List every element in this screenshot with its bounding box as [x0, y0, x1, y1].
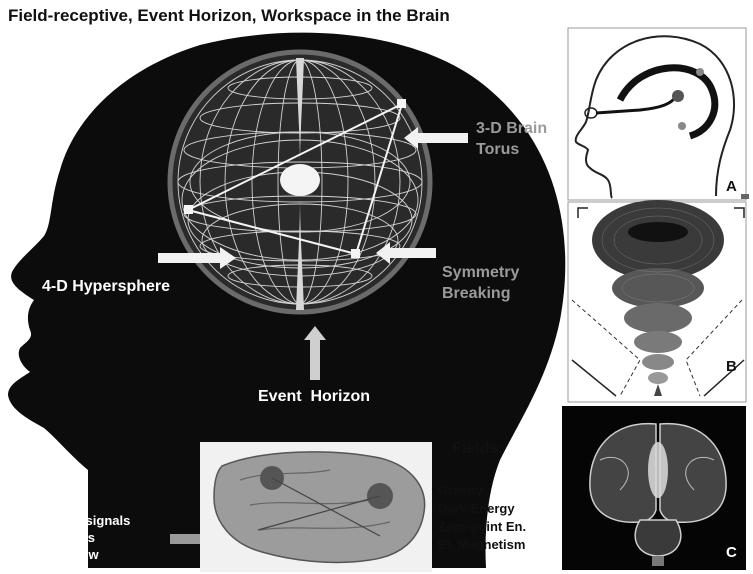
fields-list: Gravity Dark Energy Zero-point En. El. M…	[438, 482, 526, 554]
field-el-magnetism: El. Magnetism	[438, 536, 526, 554]
symmetry-label-line-2: Breaking	[442, 283, 519, 304]
antipodal-line-3: 4- D shadow	[22, 546, 130, 563]
hypersphere-label: 4-D Hypersphere	[42, 278, 170, 296]
field-dark-energy: Dark Energy	[438, 500, 526, 518]
antipodal-line-2: in f- MRI as	[22, 529, 130, 546]
torus-core	[280, 164, 320, 196]
torus-label-line-2: Torus	[476, 139, 547, 160]
antipodal-line-1: Antipodal signals	[22, 512, 130, 529]
symmetry-label-line-1: Symmetry	[442, 262, 519, 283]
node-1	[397, 99, 406, 108]
field-zero-point: Zero-point En.	[438, 518, 526, 536]
field-gravity: Gravity	[438, 482, 526, 500]
panel-b-letter: B	[726, 358, 737, 375]
antipodal-label: Antipodal signals in f- MRI as 4- D shad…	[22, 512, 130, 563]
panel-b-image	[568, 200, 746, 402]
torus-label: 3-D Brain Torus	[476, 118, 547, 160]
diagram-title: Field-receptive, Event Horizon, Workspac…	[8, 6, 450, 26]
panel-a-letter: A	[726, 178, 737, 195]
node-3	[351, 249, 360, 258]
event-horizon-label: Event Horizon	[258, 388, 370, 406]
panel-c-image	[562, 406, 746, 570]
fields-heading: Fields:	[452, 440, 504, 458]
torus-label-line-1: 3-D Brain	[476, 118, 547, 139]
node-2	[184, 205, 193, 214]
panel-a-image	[568, 28, 749, 200]
symmetry-breaking-label: Symmetry Breaking	[442, 262, 519, 304]
node-4	[424, 60, 436, 72]
fmri-brain-inset	[200, 442, 432, 572]
panel-c-letter: C	[726, 544, 737, 561]
